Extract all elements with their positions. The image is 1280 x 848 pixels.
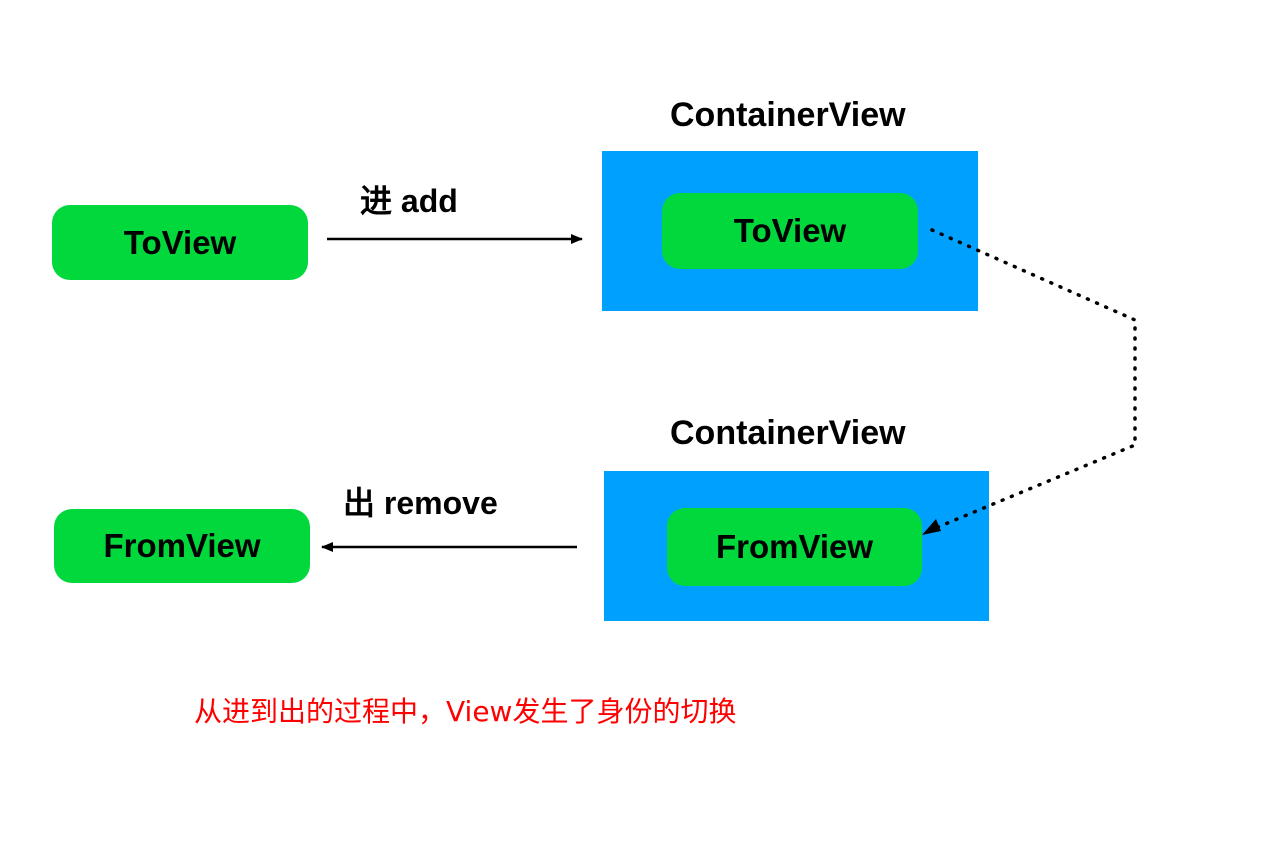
add-arrow-label: 进 add (360, 183, 458, 219)
bottom-container-title: ContainerView (670, 414, 906, 452)
top-inner-toview-node: ToView (662, 193, 918, 269)
diagram-caption: 从进到出的过程中，View发生了身份的切换 (194, 695, 737, 728)
top-inner-toview-label: ToView (733, 212, 847, 249)
top-container-title: ContainerView (670, 96, 906, 134)
remove-arrow-label: 出 remove (343, 485, 498, 521)
bottom-target-fromview-node: FromView (54, 509, 310, 583)
top-source-toview-node: ToView (52, 205, 308, 280)
bottom-target-fromview-label: FromView (103, 527, 261, 564)
bottom-inner-fromview-label: FromView (715, 528, 874, 565)
bottom-inner-fromview-node: FromView (667, 508, 922, 586)
top-source-toview-label: ToView (123, 223, 237, 261)
